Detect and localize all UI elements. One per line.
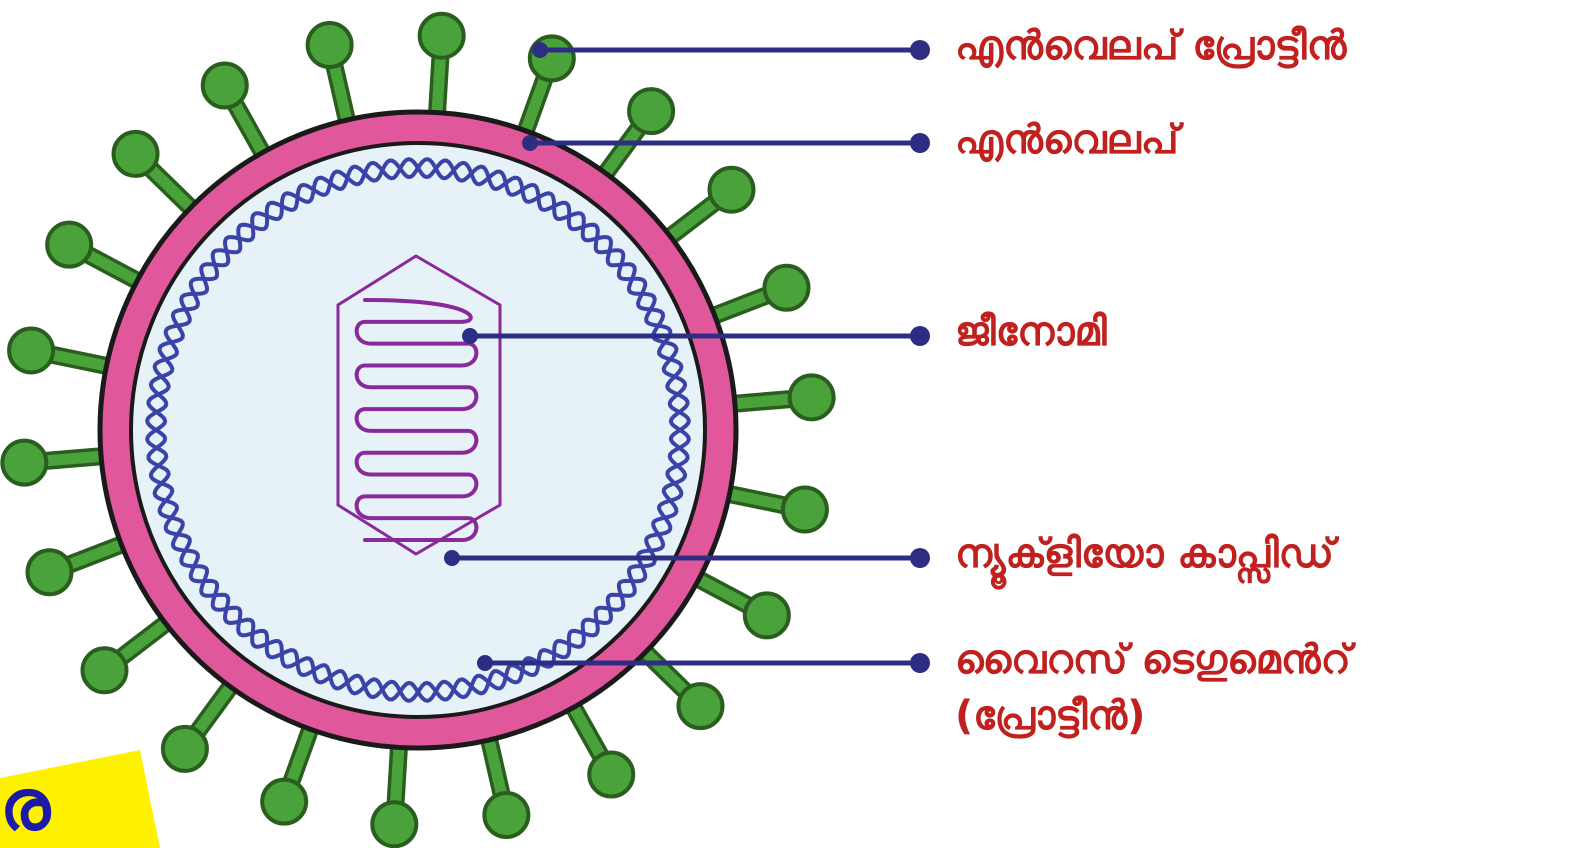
spike-4 — [664, 168, 753, 242]
spike-5 — [707, 266, 808, 319]
dot-envelope-start — [522, 135, 538, 151]
dot-genome-start — [462, 328, 478, 344]
spike-16 — [28, 542, 129, 595]
spike-11 — [484, 732, 528, 837]
spike-6 — [727, 375, 834, 419]
dot-envelope-end — [910, 133, 930, 153]
dot-genome-end — [910, 326, 930, 346]
dot-tegument-end — [910, 653, 930, 673]
spike-22 — [308, 23, 352, 128]
label-genome: ജീനോമി — [955, 308, 1107, 357]
spike-18 — [9, 328, 114, 372]
spike-1 — [420, 14, 464, 121]
spike-20 — [114, 132, 197, 213]
spike-12 — [372, 739, 416, 846]
spike-15 — [83, 619, 172, 693]
dot-envelope-protein-start — [532, 42, 548, 58]
dot-envelope-protein-end — [910, 40, 930, 60]
label-nucleocapsid: ന്യൂക്ളിയോ കാപ്സിഡ് — [955, 530, 1334, 579]
spike-19 — [47, 223, 144, 285]
label-tegument-line2: (പ്രോട്ടീൻ) — [955, 692, 1145, 741]
label-envelope: എൻവെലപ് — [955, 116, 1179, 165]
spike-8 — [692, 575, 789, 637]
spike-14 — [163, 680, 235, 771]
label-envelope-protein: എൻവെലപ് പ്രോട്ടീൻ — [955, 22, 1346, 71]
spike-17 — [2, 441, 109, 485]
spike-21 — [203, 63, 267, 159]
spike-9 — [640, 647, 723, 728]
spike-3 — [601, 89, 673, 180]
corner-text: ര — [0, 770, 50, 840]
dot-nucleocapsid-start — [444, 550, 460, 566]
dot-nucleocapsid-end — [910, 548, 930, 568]
label-tegument-line1: വൈറസ് ടെഗുമെൻറ് — [955, 636, 1351, 685]
spike-13 — [262, 722, 313, 824]
dot-tegument-start — [477, 655, 493, 671]
spike-10 — [570, 700, 634, 796]
spike-7 — [722, 488, 827, 532]
